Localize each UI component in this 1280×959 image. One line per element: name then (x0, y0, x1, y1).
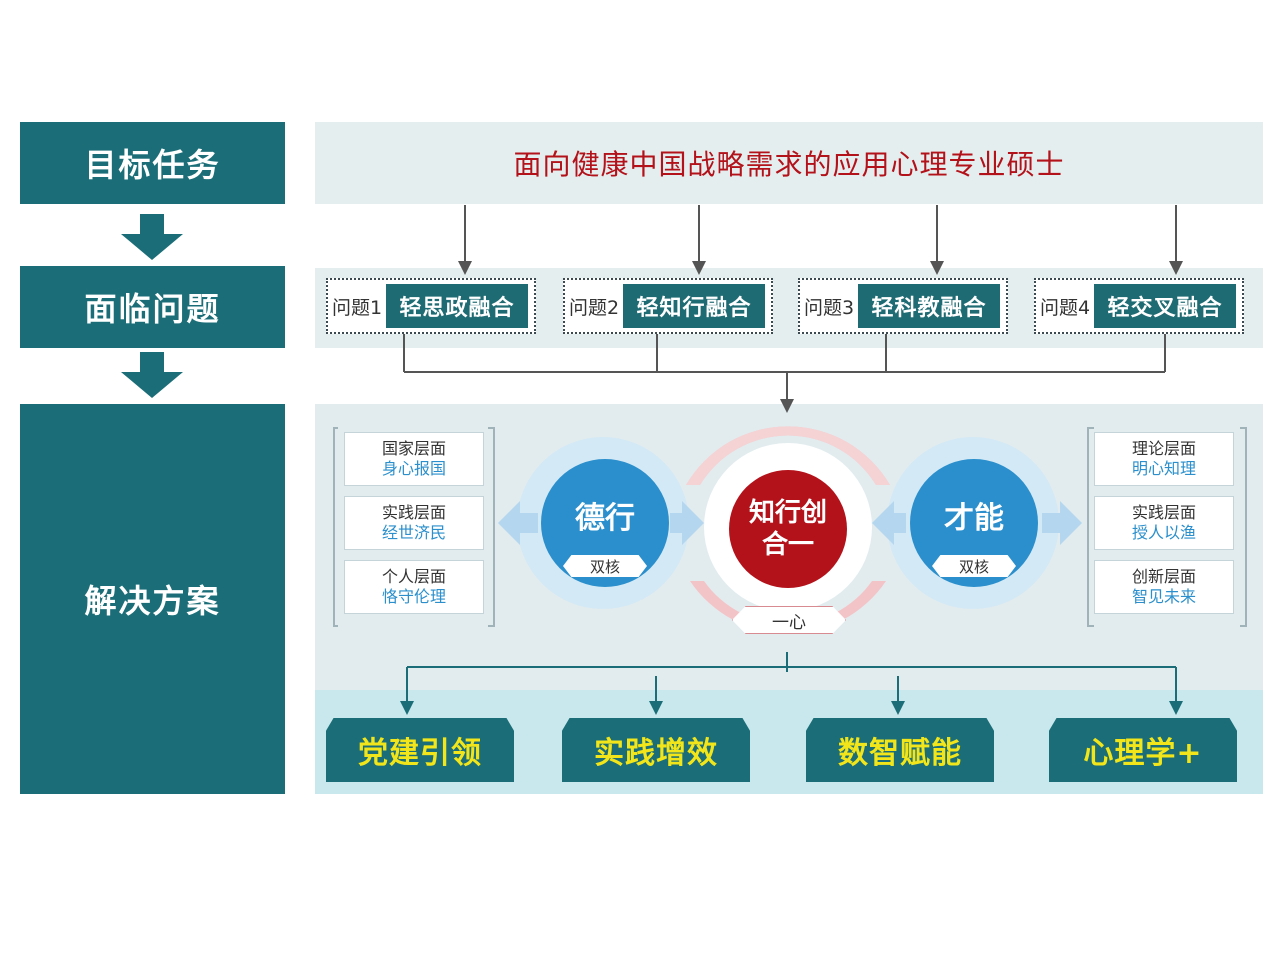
box-value: 恪守伦理 (381, 587, 446, 606)
box-value: 经世济民 (381, 523, 446, 542)
left-box-practice: 实践层面 经世济民 (344, 496, 484, 550)
core-line-1: 知行创 (748, 498, 827, 528)
problem-title: 轻科教融合 (858, 284, 1000, 328)
box-level: 国家层面 (381, 439, 446, 458)
label-problems: 面临问题 (20, 266, 285, 348)
right-box-innovation: 创新层面 智见未来 (1094, 560, 1234, 614)
circle-core: 知行创 合一 (729, 470, 847, 588)
box-level: 个人层面 (381, 567, 446, 586)
down-arrow-icon (121, 352, 183, 398)
ability-tag: 双核 (932, 555, 1016, 577)
outcome-practice: 实践增效 (562, 718, 750, 782)
problem-number: 问题4 (1040, 296, 1091, 319)
right-bracket (1087, 427, 1247, 627)
outcome-psychology-plus: 心理学+ (1049, 718, 1237, 782)
right-box-theory: 理论层面 明心知理 (1094, 432, 1234, 486)
core-line-2: 合一 (761, 530, 814, 560)
box-level: 实践层面 (381, 503, 446, 522)
outcome-party-leadership: 党建引领 (326, 718, 514, 782)
box-value: 授人以渔 (1131, 523, 1196, 542)
box-value: 智见未来 (1131, 587, 1196, 606)
ability-title: 才能 (944, 501, 1004, 536)
down-arrow-icon (121, 214, 183, 260)
left-bracket (333, 427, 495, 627)
box-level: 实践层面 (1131, 503, 1196, 522)
virtue-tag: 双核 (563, 555, 647, 577)
problem-4: 问题4 轻交叉融合 (1034, 278, 1244, 334)
core-tag: 一心 (732, 606, 846, 634)
problem-number: 问题3 (804, 296, 855, 319)
right-box-practice: 实践层面 授人以渔 (1094, 496, 1234, 550)
problem-number: 问题2 (569, 296, 620, 319)
label-goal: 目标任务 (20, 122, 285, 204)
problem-title: 轻交叉融合 (1094, 284, 1236, 328)
box-value: 身心报国 (381, 459, 446, 478)
box-level: 理论层面 (1131, 439, 1196, 458)
box-level: 创新层面 (1131, 567, 1196, 586)
left-box-personal: 个人层面 恪守伦理 (344, 560, 484, 614)
label-solution: 解决方案 (20, 404, 285, 794)
problem-title: 轻思政融合 (386, 284, 528, 328)
goal-panel (315, 122, 1263, 204)
outcome-digital: 数智赋能 (806, 718, 994, 782)
problem-3: 问题3 轻科教融合 (798, 278, 1008, 334)
problem-number: 问题1 (332, 296, 383, 319)
box-value: 明心知理 (1131, 459, 1196, 478)
virtue-title: 德行 (575, 501, 635, 536)
problem-title: 轻知行融合 (623, 284, 765, 328)
left-box-national: 国家层面 身心报国 (344, 432, 484, 486)
problem-2: 问题2 轻知行融合 (563, 278, 773, 334)
goal-text: 面向健康中国战略需求的应用心理专业硕士 (513, 148, 1065, 181)
problem-1: 问题1 轻思政融合 (326, 278, 536, 334)
